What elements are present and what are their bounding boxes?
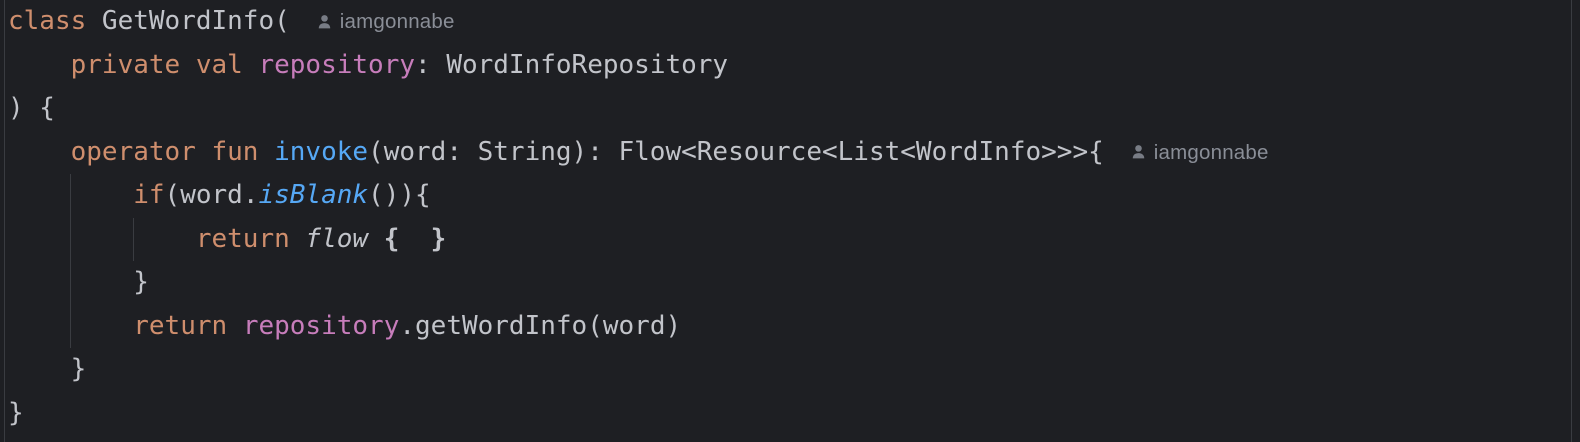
code-token [8,131,71,175]
code-line[interactable]: class GetWordInfo( iamgonnabe [0,0,1580,44]
code-token: { } [383,223,447,254]
code-token: class [8,6,102,36]
code-token: if [133,180,165,210]
code-line[interactable]: private val repository: WordInfoReposito… [0,44,1580,88]
code-token: repository [258,49,416,80]
user-icon [318,14,331,29]
code-line[interactable]: } [0,348,1580,392]
code-token: GetWordInfo( [101,6,290,36]
code-token: (word: String): Flow<Resource<List<WordI… [368,136,1104,167]
code-token: : WordInfoRepository [415,49,729,80]
indent-guide [70,174,71,348]
author-hint-label: iamgonnabe [1153,140,1269,164]
code-token: .getWordInfo(word) [399,310,682,341]
author-hint-label: iamgonnabe [339,10,455,33]
code-line[interactable]: } [0,392,1580,436]
code-token: (word. [164,180,259,210]
code-token [8,44,71,88]
code-token: invoke [274,136,369,167]
code-line[interactable]: return repository.getWordInfo(word) [0,305,1580,349]
editor-left-border [4,0,5,442]
code-token [8,218,196,262]
code-token [368,218,384,262]
code-token [8,305,133,349]
code-line[interactable]: if(word.isBlank()){ [0,174,1580,218]
code-token: } [8,267,149,297]
code-token: ()){ [368,180,431,210]
code-line[interactable]: return flow { } [0,218,1580,262]
author-hint[interactable]: iamgonnabe [316,0,455,44]
code-token: private val [70,49,259,80]
code-token: ) { [8,93,55,123]
editor-right-border [1571,0,1572,442]
code-token: return [133,310,243,341]
code-token: return [195,223,306,254]
author-hint[interactable]: iamgonnabe [1130,131,1269,175]
code-token: } [8,397,24,428]
code-line[interactable]: operator fun invoke(word: String): Flow<… [0,131,1580,175]
code-line[interactable]: } [0,261,1580,305]
code-token: } [8,354,87,384]
indent-guide [133,218,134,261]
code-token: isBlank [258,180,369,210]
code-token: flow [305,223,369,254]
code-token: repository [242,310,400,341]
code-token [8,174,133,218]
user-icon [1132,145,1145,159]
code-line[interactable]: ) { [0,87,1580,131]
code-token: operator fun [70,136,275,167]
